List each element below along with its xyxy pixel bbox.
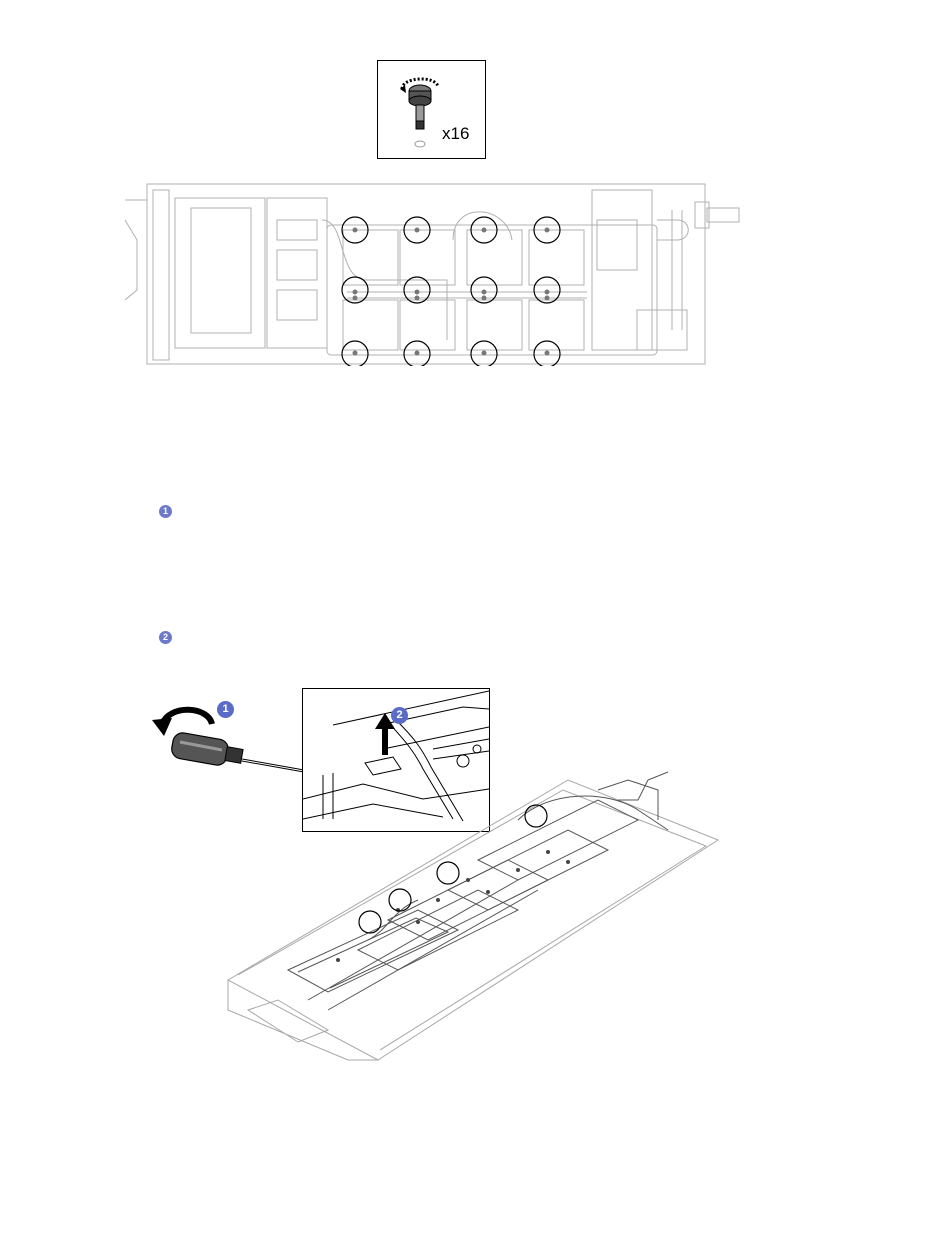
screw-callout: x16 [377,60,486,159]
torx-screw-icon [396,69,446,149]
step-1-badge: 1 [159,505,172,518]
screw-quantity: x16 [442,124,469,144]
illustration-step-2-badge: 2 [391,707,408,724]
node-isometric-diagram [218,760,728,1070]
illustration-step-1-badge: 1 [217,701,234,718]
step-2-badge: 2 [159,631,172,644]
node-top-view-diagram [117,180,757,366]
